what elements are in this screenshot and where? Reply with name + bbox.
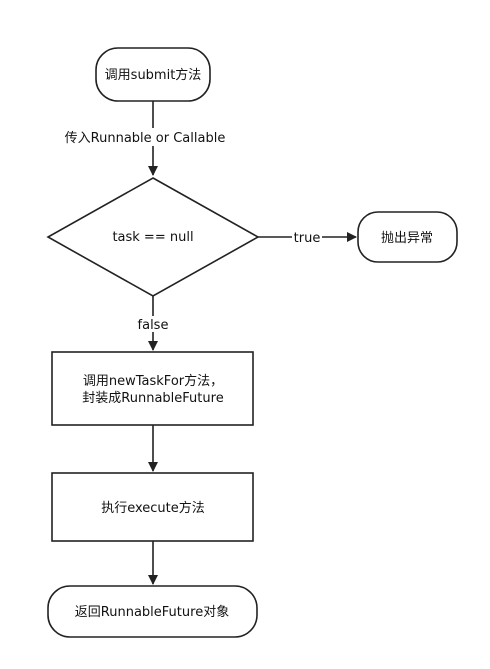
throw-node: 抛出异常	[357, 211, 458, 263]
edge-label-bg	[292, 229, 322, 245]
start-node-label: 调用submit方法	[105, 67, 202, 83]
end-node: 返回RunnableFuture对象	[47, 585, 258, 638]
edge-label-false: false	[138, 318, 169, 333]
new-task-node: 调用newTaskFor方法， 封装成RunnableFuture	[51, 351, 254, 426]
execute-node-label: 执行execute方法	[101, 500, 205, 516]
edge-label-pass-in: 传入Runnable or Callable	[65, 131, 226, 146]
edge-label-bg	[136, 316, 170, 332]
execute-node: 执行execute方法	[51, 472, 254, 542]
decision-node: task == null	[46, 177, 260, 297]
start-node: 调用submit方法	[95, 47, 211, 102]
edge-label-bg	[66, 128, 224, 146]
edge-label-true: true	[294, 231, 321, 246]
end-node-label: 返回RunnableFuture对象	[75, 605, 229, 620]
decision-node-label: task == null	[112, 230, 193, 245]
new-task-node-label-line1: 调用newTaskFor方法，	[83, 373, 223, 389]
throw-node-label: 抛出异常	[381, 231, 433, 246]
new-task-node-label-line2: 封装成RunnableFuture	[82, 391, 223, 406]
